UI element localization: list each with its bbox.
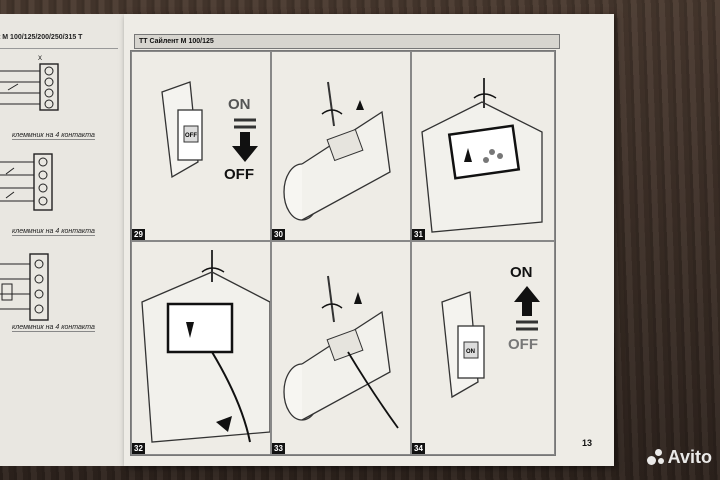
- terminal-cover-open-illustration: [421, 78, 543, 233]
- up-arrow-icon: [514, 286, 540, 331]
- wiring-diagram-2: [0, 153, 53, 211]
- switch-label-on: ON: [466, 349, 475, 355]
- step-31-number: 31: [412, 229, 425, 240]
- breaker-switch-illustration: OFF: [161, 81, 203, 179]
- page-number: 13: [581, 438, 592, 448]
- down-arrow-icon: [232, 118, 258, 162]
- step-29-panel: OFF ON OFF 29: [131, 51, 271, 241]
- wiring-label-x: X: [38, 56, 42, 62]
- right-page-header: TT Сайлент М 100/125: [134, 34, 560, 49]
- step-29-number: 29: [132, 229, 145, 240]
- wiring-caption-2: клеммник на 4 контакта: [12, 228, 95, 236]
- switch-label-off: OFF: [185, 133, 197, 139]
- watermark-text: Avito: [667, 447, 712, 467]
- wiring-caption-3: клеммник на 4 контакта: [12, 324, 95, 332]
- duct-fan-close-illustration: [283, 275, 399, 429]
- breaker-switch-on-illustration: ON: [441, 291, 485, 399]
- step-32-number: 32: [132, 443, 145, 454]
- step-34-off-label: OFF: [508, 336, 538, 353]
- step-29-off-label: OFF: [224, 166, 254, 183]
- avito-watermark: Avito: [646, 447, 712, 468]
- step-33-number: 33: [272, 443, 285, 454]
- wiring-diagram-3: [0, 253, 49, 321]
- step-34-number: 34: [412, 443, 425, 454]
- right-manual-page: TT Сайлент М 100/125 OFF ON OFF 29: [124, 14, 614, 466]
- wiring-diagram-1: X: [0, 56, 59, 111]
- left-page-header: t M 100/125/200/250/315 T: [0, 34, 118, 49]
- step-32-panel: 32: [131, 241, 271, 455]
- step-30-number: 30: [272, 229, 285, 240]
- step-31-panel: 31: [411, 51, 555, 241]
- cable-connection-illustration: [141, 250, 270, 443]
- step-30-panel: 30: [271, 51, 411, 241]
- instruction-grid: OFF ON OFF 29 30: [130, 50, 556, 456]
- duct-fan-screw-illustration: [283, 81, 391, 221]
- avito-logo-icon: [646, 448, 665, 467]
- left-manual-page: t M 100/125/200/250/315 T X клеммник на …: [0, 14, 126, 466]
- step-34-on-label: ON: [510, 264, 533, 281]
- wiring-caption-1: клеммник на 4 контакта: [12, 132, 95, 140]
- step-33-panel: 33: [271, 241, 411, 455]
- step-34-panel: ON ON OFF 34: [411, 241, 555, 455]
- step-29-on-label: ON: [228, 96, 251, 113]
